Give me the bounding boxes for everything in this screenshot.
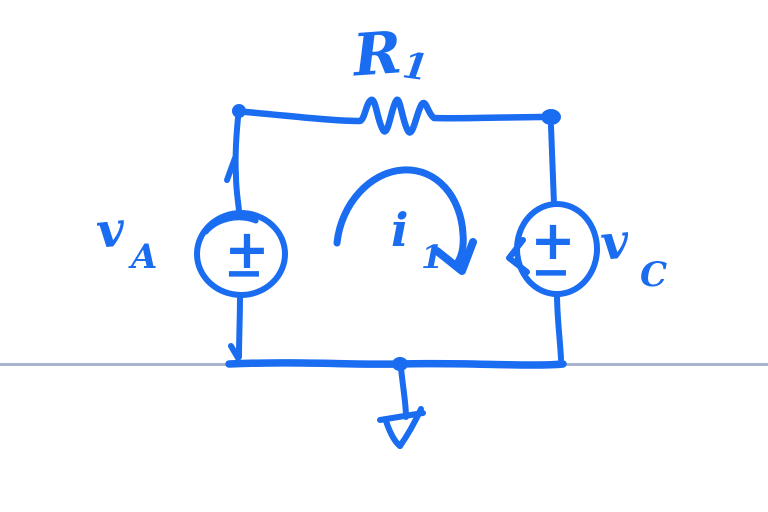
right-source-plus-sign: + [530, 209, 575, 272]
resistor-label-subscript: 1 [400, 44, 431, 89]
loop-current-arc [333, 166, 467, 266]
right-node-dot [541, 109, 561, 125]
right-source-label-subscript: C [640, 255, 667, 295]
ground-node-dot [392, 357, 408, 371]
right-lower-wire [554, 291, 564, 362]
left-source-pen-overlap [203, 215, 259, 235]
up-arrow-barb [224, 155, 238, 183]
ink-fills: R 1 v A v C i 1 + − + − [94, 18, 667, 371]
left-source-label-subscript: A [128, 237, 157, 277]
resistor-label: R [349, 18, 404, 89]
loop-current-arrowhead [433, 238, 477, 275]
ground-arrow-right [397, 406, 424, 449]
left-lower-wire [236, 292, 243, 360]
left-source-plus-sign: + [224, 218, 269, 281]
resistor-symbol [242, 96, 545, 136]
loop-current-label: i [391, 203, 408, 257]
right-upper-wire [548, 123, 557, 207]
left-lower-wire-arrow-barb [228, 343, 241, 361]
right-source-dent [506, 237, 530, 275]
left-upper-wire [232, 115, 242, 214]
right-source-minus-sign: − [531, 244, 571, 300]
loop-current-label-subscript: 1 [421, 238, 443, 276]
left-source-minus-sign: − [224, 245, 264, 301]
left-node-dot [232, 104, 246, 118]
